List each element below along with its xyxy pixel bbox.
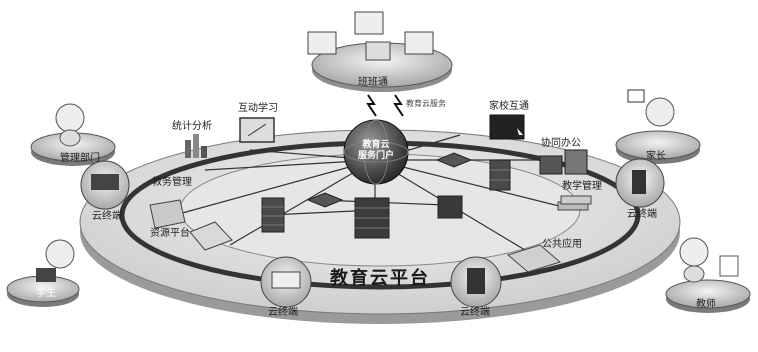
hub-label-line1: 教育云 — [362, 140, 390, 150]
teaching-management-books — [557, 195, 592, 211]
terminal-left — [80, 160, 130, 210]
academic-management-folder — [149, 199, 186, 229]
module-academic-management: 教务管理 — [152, 177, 192, 188]
module-teaching-management: 教学管理 — [562, 181, 602, 192]
collaborative-office-devices — [539, 149, 588, 175]
module-interactive-learning: 互动学习 — [238, 103, 278, 114]
interactive-learning-screen — [239, 117, 275, 143]
resource-platform-box — [189, 221, 233, 251]
role-teacher: 教师 — [696, 299, 716, 310]
hub-label-line2: 服务门户 — [357, 151, 394, 161]
server-rack-2 — [354, 197, 390, 239]
network-node-2 — [435, 152, 473, 168]
home-school-screen — [489, 114, 525, 140]
terminal-bottom-right-label: 云终端 — [460, 307, 490, 318]
public-application-tray — [506, 244, 562, 273]
terminal-right — [615, 158, 665, 208]
server-rack-1 — [261, 197, 285, 233]
terminal-bottom-left-label: 云终端 — [268, 307, 298, 318]
terminal-right-label: 云终端 — [627, 209, 657, 220]
management-pedestal — [30, 103, 116, 166]
statistics-icon — [185, 134, 207, 158]
lightning-icons — [366, 94, 404, 117]
server-rack-3 — [489, 159, 511, 191]
cloud-service-label: 教育云服务 — [406, 99, 446, 108]
network-node-1 — [306, 192, 344, 208]
terminal-left-label: 云终端 — [92, 211, 122, 222]
parent-pedestal — [615, 89, 701, 164]
platform-label: 教育云平台 — [330, 268, 430, 289]
top-group-label: 班班通 — [358, 77, 388, 88]
hub-label: 教育云 服务门户 — [352, 140, 400, 162]
role-management: 管理部门 — [60, 153, 100, 164]
module-home-school: 家校互通 — [489, 101, 529, 112]
top-classroom-group — [307, 11, 453, 92]
cloud-portal-globe — [343, 119, 409, 185]
module-statistics: 统计分析 — [172, 121, 212, 132]
module-resource-platform: 资源平台 — [150, 228, 190, 239]
module-public-application: 公共应用 — [542, 239, 582, 250]
terminal-bottom-left — [260, 256, 312, 308]
terminal-bottom-right — [450, 256, 502, 308]
role-student: 学生 — [36, 288, 56, 299]
server-rack-4 — [437, 195, 463, 219]
student-pedestal — [6, 239, 80, 307]
role-parent: 家长 — [646, 151, 666, 162]
module-collaborative-office: 协同办公 — [541, 138, 581, 149]
teacher-pedestal — [665, 237, 751, 313]
